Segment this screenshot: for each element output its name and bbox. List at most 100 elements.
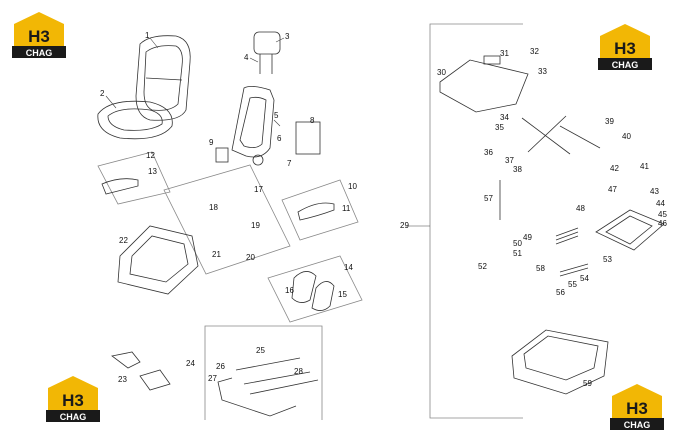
callout-49: 49 — [523, 233, 532, 242]
logo-brand: CHAG — [26, 48, 53, 58]
frame-group-24 — [204, 325, 323, 420]
seat-back-cushion — [135, 35, 191, 121]
callout-41: 41 — [640, 162, 649, 171]
armrest-left — [101, 178, 139, 195]
callout-42: 42 — [610, 164, 619, 173]
leader-lines — [105, 37, 430, 227]
callout-36: 36 — [484, 148, 493, 157]
callout-8: 8 — [310, 116, 315, 125]
callout-14: 14 — [344, 263, 353, 272]
callout-47: 47 — [608, 185, 617, 194]
callout-43: 43 — [650, 187, 659, 196]
headrest — [253, 31, 281, 74]
seat-pan — [117, 225, 199, 295]
suspension-top-plate — [439, 55, 529, 113]
callout-32: 32 — [530, 47, 539, 56]
callout-2: 2 — [100, 89, 105, 98]
callout-18: 18 — [209, 203, 218, 212]
callout-12: 12 — [146, 151, 155, 160]
frame-group-12 — [97, 151, 171, 205]
callout-53: 53 — [603, 255, 612, 264]
frame-group-14 — [267, 255, 363, 323]
callout-37: 37 — [505, 156, 514, 165]
callout-23: 23 — [118, 375, 127, 384]
callout-51: 51 — [513, 249, 522, 258]
callout-35: 35 — [495, 123, 504, 132]
slide-rail — [235, 357, 319, 395]
callout-7: 7 — [287, 159, 292, 168]
callout-44: 44 — [656, 199, 665, 208]
callout-40: 40 — [622, 132, 631, 141]
callout-22: 22 — [119, 236, 128, 245]
side-cover-16 — [291, 271, 317, 303]
callout-50: 50 — [513, 239, 522, 248]
spring-53 — [559, 263, 589, 277]
callout-15: 15 — [338, 290, 347, 299]
backrest-frame — [231, 86, 275, 166]
callout-33: 33 — [538, 67, 547, 76]
logo-letters: H3 — [62, 391, 84, 410]
lumbar-pad — [215, 147, 229, 163]
callout-4: 4 — [244, 53, 249, 62]
callout-5: 5 — [274, 111, 279, 120]
callout-19: 19 — [251, 221, 260, 230]
callout-27: 27 — [208, 374, 217, 383]
logo-brand: CHAG — [60, 412, 87, 422]
callout-46: 46 — [658, 219, 667, 228]
callout-16: 16 — [285, 286, 294, 295]
logo-top-right: H3 CHAG — [598, 24, 652, 70]
logo-letters: H3 — [28, 27, 50, 46]
adjust-handle — [217, 377, 297, 417]
callout-34: 34 — [500, 113, 509, 122]
callout-31: 31 — [500, 49, 509, 58]
callout-29: 29 — [400, 221, 409, 230]
armrest-right — [297, 202, 335, 221]
callout-10: 10 — [348, 182, 357, 191]
callout-21: 21 — [212, 250, 221, 259]
suspension-base — [511, 329, 609, 395]
frame-group-29 — [429, 23, 523, 419]
callout-25: 25 — [256, 346, 265, 355]
suspension-bottom-plate — [595, 209, 665, 251]
logo-bottom-left: H3 CHAG — [46, 376, 100, 422]
callout-20: 20 — [246, 253, 255, 262]
callout-56: 56 — [556, 288, 565, 297]
callout-39: 39 — [605, 117, 614, 126]
logo-brand: CHAG — [624, 420, 651, 430]
callout-26: 26 — [216, 362, 225, 371]
callout-55: 55 — [568, 280, 577, 289]
callout-28: 28 — [294, 367, 303, 376]
callout-9: 9 — [209, 138, 214, 147]
backrest-panel — [295, 121, 321, 155]
scissor-mechanism — [521, 115, 601, 155]
frame-group-10 — [281, 179, 359, 241]
logo-bottom-right: H3 CHAG — [610, 384, 664, 430]
lever-bracket — [111, 351, 171, 391]
callout-48: 48 — [576, 204, 585, 213]
callout-54: 54 — [580, 274, 589, 283]
logo-letters: H3 — [626, 399, 648, 418]
callout-30: 30 — [437, 68, 446, 77]
callout-38: 38 — [513, 165, 522, 174]
callout-59: 59 — [583, 379, 592, 388]
callout-58: 58 — [536, 264, 545, 273]
side-cover-15 — [311, 281, 335, 311]
spring-49 — [555, 227, 579, 245]
logo-letters: H3 — [614, 39, 636, 58]
callout-45: 45 — [658, 210, 667, 219]
callout-17: 17 — [254, 185, 263, 194]
callout-57: 57 — [484, 194, 493, 203]
callout-3: 3 — [285, 32, 290, 41]
logo-top-left: H3 CHAG — [12, 12, 66, 58]
callout-numbers: 1 2 3 4 5 6 7 8 9 10 11 12 13 14 15 16 1… — [100, 31, 667, 388]
callout-11: 11 — [342, 204, 351, 213]
callout-52: 52 — [478, 262, 487, 271]
frame-group-17 — [163, 164, 291, 275]
callout-13: 13 — [148, 167, 157, 176]
callout-24: 24 — [186, 359, 195, 368]
logo-brand: CHAG — [612, 60, 639, 70]
seat-cushion — [97, 100, 173, 140]
callout-6: 6 — [277, 134, 282, 143]
